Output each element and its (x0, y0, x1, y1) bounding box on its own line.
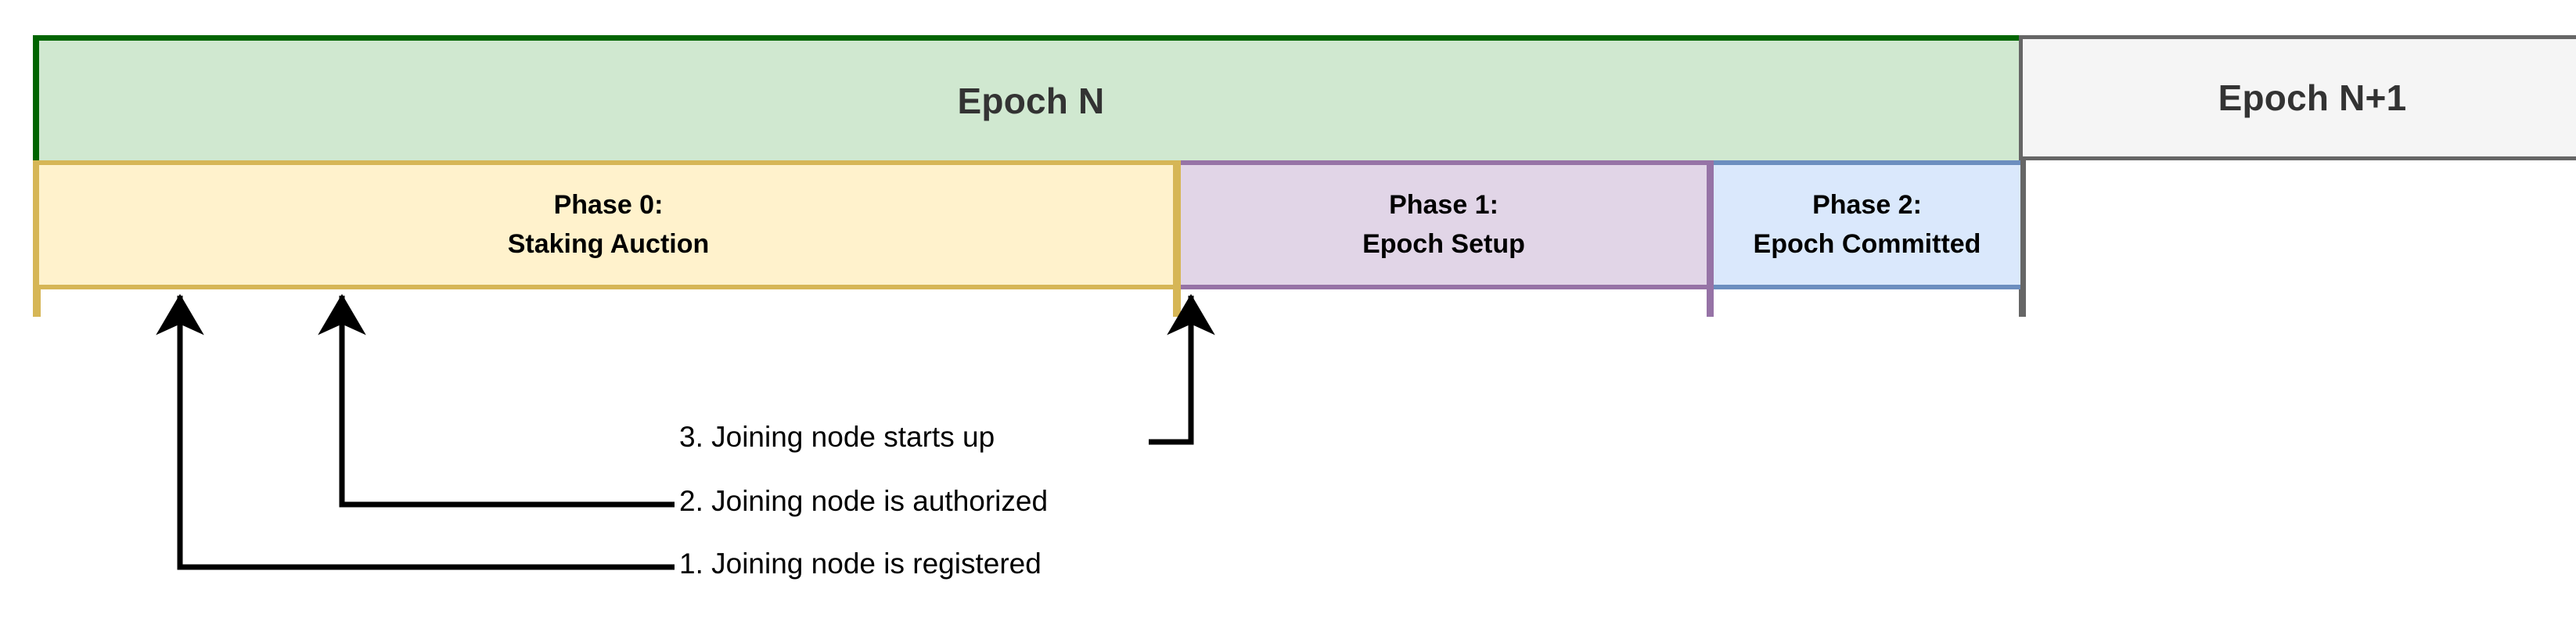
annotation-3-label: 3. Joining node starts up (679, 421, 995, 453)
annotation-1-leader (156, 293, 675, 570)
annotation-1-label: 1. Joining node is registered (679, 548, 1042, 580)
epoch-n-plus-1-label: Epoch N+1 (2218, 77, 2407, 118)
phase-0-name-label: Staking Auction (507, 228, 710, 259)
phase-1-number-label: Phase 1: (1389, 190, 1498, 221)
annotation-2-label: 2. Joining node is authorized (679, 485, 1049, 517)
epoch-n-box[interactable]: Epoch N (39, 35, 2023, 160)
phase-2-number-label: Phase 2: (1812, 190, 1922, 221)
phase-0-box[interactable]: Phase 0: Staking Auction (39, 160, 1178, 289)
phase-0-number-label: Phase 0: (553, 190, 664, 221)
phase-2-box[interactable]: Phase 2: Epoch Committed (1714, 160, 2020, 289)
annotation-2-leader (318, 293, 675, 508)
phase-0-right-edge-bar (1173, 160, 1181, 317)
epoch-boundary-divider (2019, 35, 2026, 317)
annotation-3-leader (1149, 293, 1215, 445)
phase-1-box[interactable]: Phase 1: Epoch Setup (1181, 160, 1707, 289)
epoch-n-left-edge-bar (33, 35, 40, 163)
phase-0-left-edge-bar (33, 160, 41, 317)
epoch-n-label: Epoch N (957, 80, 1105, 121)
phase-1-right-edge-bar (1707, 160, 1714, 317)
phase-2-name-label: Epoch Committed (1753, 228, 1981, 259)
epoch-n-plus-1-box[interactable]: Epoch N+1 (2023, 35, 2576, 160)
phase-1-name-label: Epoch Setup (1362, 228, 1525, 259)
